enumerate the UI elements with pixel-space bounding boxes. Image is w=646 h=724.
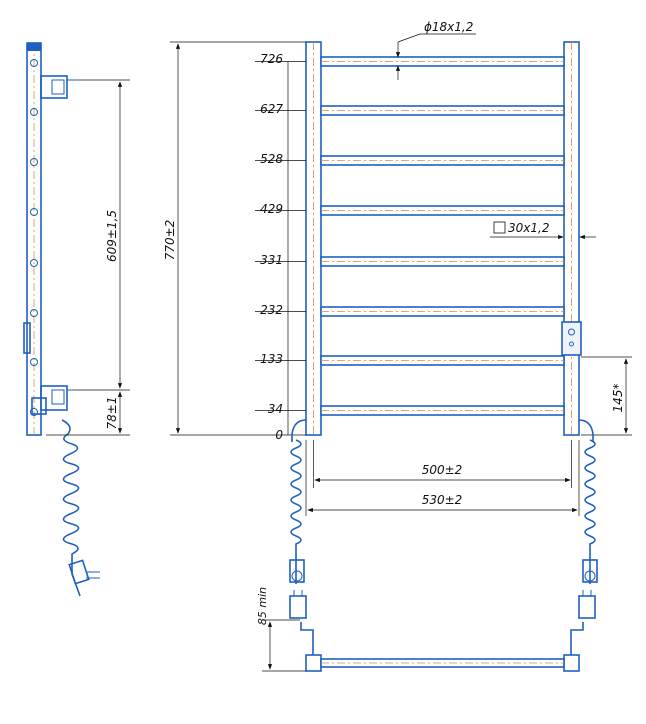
side-view-top-bracket [40,75,75,99]
bottom-view: 85 min [256,587,596,672]
rung-height-label: 726 [260,52,283,66]
front-view: 726 627 528 429 331 232 133 34 0 770±2 ϕ… [163,20,632,584]
rung-height-label: 627 [260,102,283,116]
rung-height-label: 133 [260,352,283,366]
dim-profile-label: 30x1,2 [508,221,549,235]
dim-tube-diameter: ϕ18x1,2 [395,20,476,80]
rungs [320,56,565,416]
dim-inner-width: 500±2 [313,440,572,488]
control-box [561,321,582,356]
left-cable [290,439,302,584]
rung-height-label: 232 [260,303,283,317]
side-view-rung-marks [30,59,38,416]
square-symbol-icon [493,221,506,234]
dim-plug-clearance-label: 85 min [256,587,269,625]
dim-connector-height-label: 145* [611,384,625,413]
dim-connector-height: 145* [581,356,632,436]
dim-side-span: 609±1,5 [75,79,130,391]
rung-height-labels: 726 627 528 429 331 232 133 34 0 [255,52,306,442]
rung-height-label: 331 [260,253,283,267]
dim-bottom-bracket: 78±1 [46,391,130,436]
side-view-cap-top [27,43,41,51]
dim-inner-width-label: 500±2 [422,463,463,477]
dim-total-height: 770±2 [163,41,306,436]
dim-profile: 30x1,2 [490,221,596,240]
rung-height-label: 429 [260,202,283,216]
dim-outer-width-label: 530±2 [422,493,463,507]
right-plug-icon [582,559,598,583]
bottom-right-plug-icon [578,590,596,619]
right-cable [584,439,596,584]
bottom-left-plug-icon [289,590,307,619]
right-elbow [578,419,594,442]
dim-total-height-label: 770±2 [163,220,177,261]
side-view-control-box [23,322,31,354]
dim-bottom-bracket-label: 78±1 [105,397,119,430]
rung-height-label: 528 [260,152,283,166]
left-elbow [291,419,307,442]
rung-height-label: 0 [275,428,283,442]
dim-tube-diameter-label: ϕ18x1,2 [424,20,473,34]
dim-outer-width: 530±2 [305,440,580,516]
left-plug-icon [289,559,305,583]
side-view: 609±1,5 78±1 [23,42,130,597]
dim-side-span-label: 609±1,5 [105,210,119,262]
dim-plug-clearance: 85 min [256,587,306,672]
side-view-cable [61,419,81,597]
side-view-plug [68,559,100,585]
side-view-bottom-bracket [31,385,75,415]
rung-height-label: 34 [268,402,283,416]
